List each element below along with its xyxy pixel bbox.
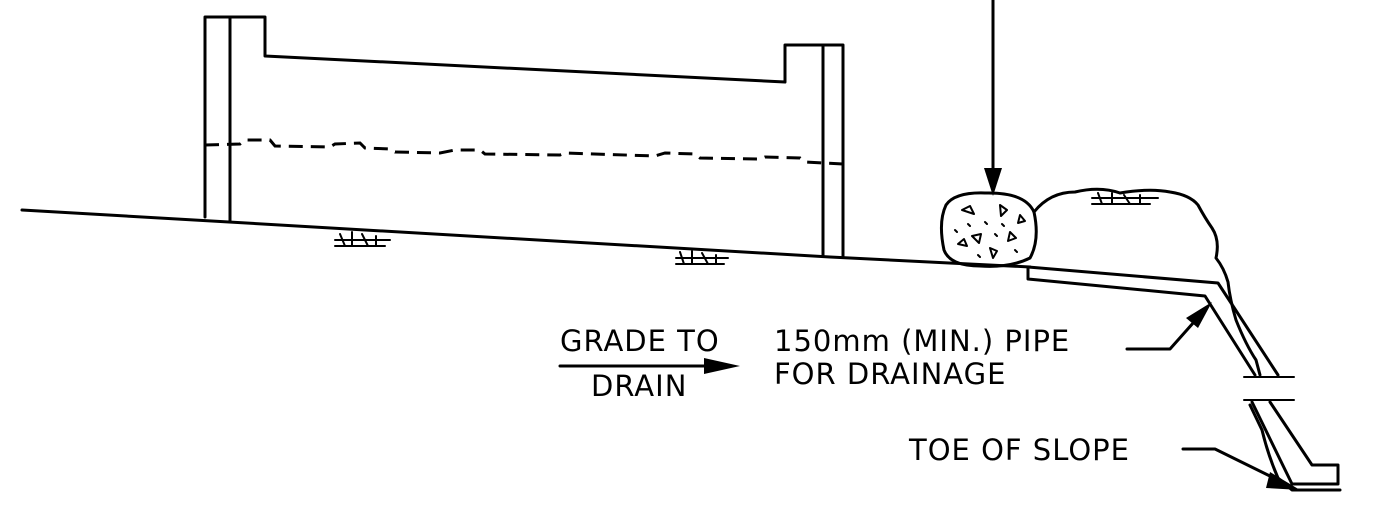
gravel-rock <box>939 191 1038 268</box>
pipe-label-line1: 150mm (MIN.) PIPE <box>774 324 1070 358</box>
ground-line <box>20 208 1032 269</box>
toe-of-slope-label: TOE OF SLOPE <box>908 433 1130 467</box>
pipe-label-line2: FOR DRAINAGE <box>774 357 1006 391</box>
pipe-leader-arrow <box>1125 302 1212 351</box>
grade-label-line1: GRADE TO <box>560 324 720 358</box>
soil-hatch-right <box>675 250 729 265</box>
top-leader-arrow <box>984 0 1002 196</box>
drainage-pipe <box>1026 265 1340 486</box>
toe-leader-arrow <box>1181 447 1300 490</box>
soil-hatch-left <box>334 231 391 247</box>
trench-structure <box>203 15 845 259</box>
water-level-line <box>204 138 844 166</box>
grade-direction-arrow <box>558 358 740 374</box>
grade-label-line2: DRAIN <box>591 369 687 403</box>
